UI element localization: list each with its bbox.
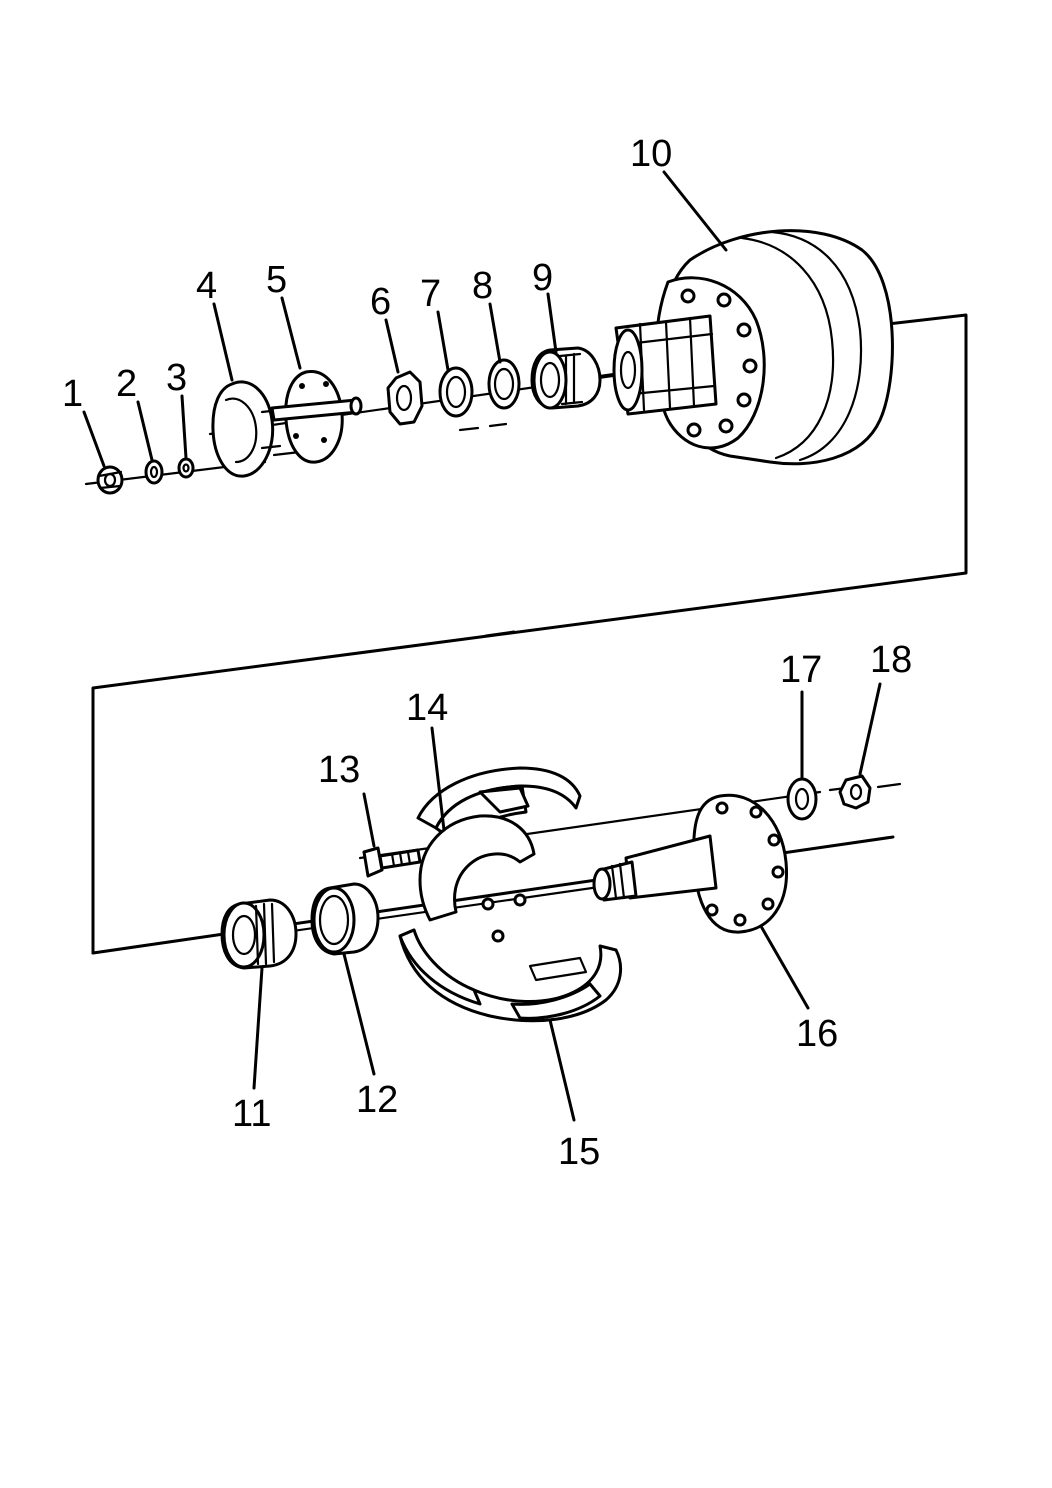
callout-3: 3 [166, 357, 187, 399]
callout-12: 12 [356, 1079, 398, 1121]
part-1-nut [96, 465, 124, 495]
callout-10: 10 [630, 133, 672, 175]
callout-1: 1 [62, 373, 83, 415]
callout-9: 9 [532, 257, 553, 299]
part-13-bolt [362, 846, 422, 878]
part-4-hub-cover [211, 380, 282, 478]
part-6-adjusting-nut [386, 370, 424, 426]
part-17-washer [786, 777, 818, 821]
part-16-spindle-flange [592, 793, 789, 934]
callout-14: 14 [406, 687, 448, 729]
callout-7: 7 [420, 273, 441, 315]
callout-8: 8 [472, 265, 493, 307]
part-8-washer [487, 358, 521, 410]
callout-16: 16 [796, 1013, 838, 1055]
part-9-outer-bearing [530, 346, 602, 410]
part-5-drive-flange [270, 370, 363, 464]
callout-6: 6 [370, 281, 391, 323]
part-11-inner-bearing [220, 898, 298, 970]
callout-18: 18 [870, 639, 912, 681]
callout-17: 17 [780, 649, 822, 691]
part-7-lock-ring [438, 366, 474, 418]
callout-4: 4 [196, 265, 217, 307]
callout-13: 13 [318, 749, 360, 791]
callout-15: 15 [558, 1131, 600, 1173]
part-3-lock-washer [177, 457, 195, 479]
part-15-brake-shoes [398, 766, 623, 1023]
part-10-hub-drum [598, 229, 894, 466]
leader-lines [82, 170, 882, 1122]
callout-5: 5 [266, 259, 287, 301]
part-12-seal [310, 882, 380, 956]
callout-11: 11 [232, 1093, 271, 1135]
callout-2: 2 [116, 363, 137, 405]
part-18-nut [838, 774, 872, 810]
callout-labels: 1 2 3 4 5 6 7 8 9 10 11 12 13 14 15 16 1… [62, 133, 912, 1173]
part-2-washer [144, 459, 164, 485]
